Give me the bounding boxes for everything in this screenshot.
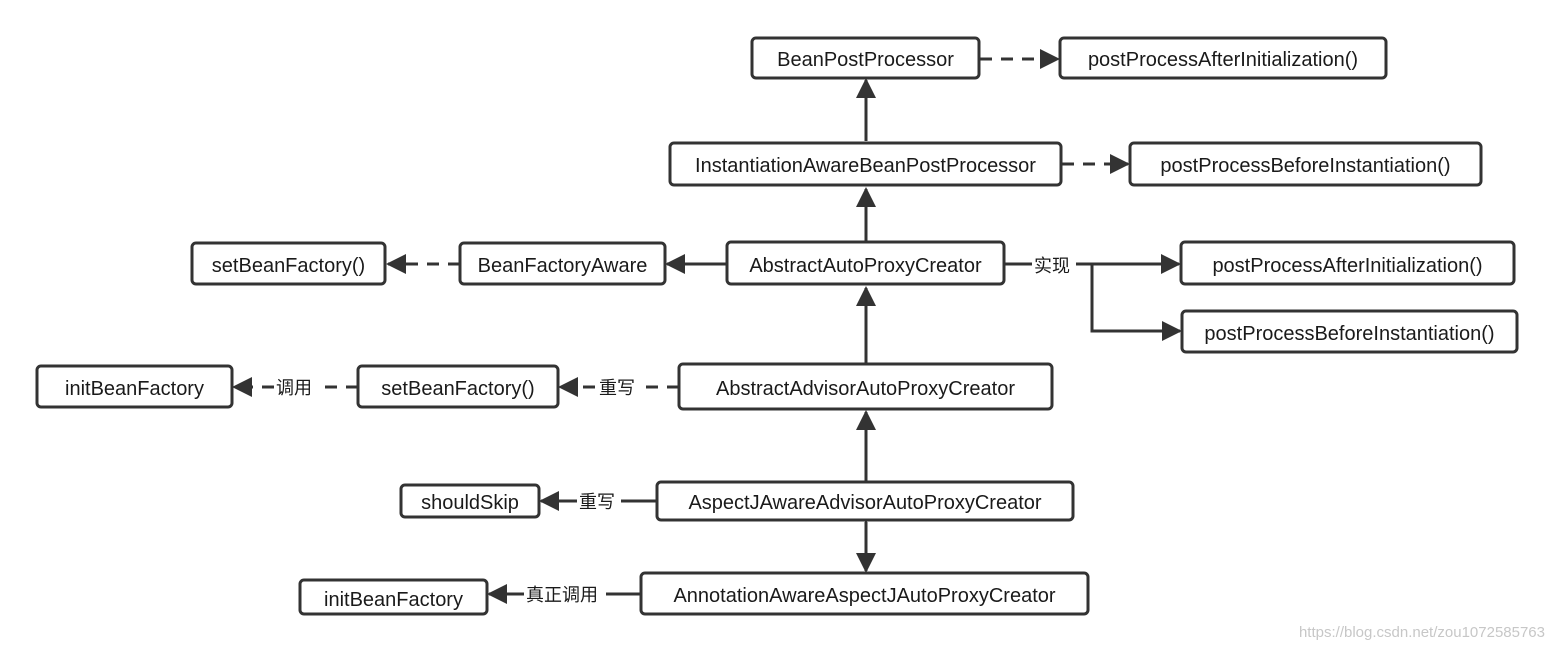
label-override-shouldskip: 重写 (579, 492, 615, 513)
svg-text:initBeanFactory: initBeanFactory (65, 378, 204, 400)
node-bean-factory-aware: BeanFactoryAware (458, 241, 667, 286)
svg-text:BeanFactoryAware: BeanFactoryAware (478, 255, 648, 277)
node-aapc-post-process-after-initialization: postProcessAfterInitialization() (1179, 240, 1516, 286)
node-set-bean-factory-override: setBeanFactory() (356, 364, 560, 409)
node-abstract-auto-proxy-creator: AbstractAutoProxyCreator (725, 240, 1006, 286)
svg-text:InstantiationAwareBeanPostProc: InstantiationAwareBeanPostProcessor (695, 155, 1036, 177)
node-instantiation-aware-bpp: InstantiationAwareBeanPostProcessor (668, 141, 1063, 187)
node-iabpp-post-process-before-instantiation: postProcessBeforeInstantiation() (1128, 141, 1483, 187)
label-implement: 实现 (1034, 256, 1070, 277)
svg-text:BeanPostProcessor: BeanPostProcessor (777, 49, 954, 71)
svg-text:postProcessAfterInitialization: postProcessAfterInitialization() (1212, 255, 1482, 277)
svg-text:AbstractAutoProxyCreator: AbstractAutoProxyCreator (749, 255, 982, 277)
node-should-skip: shouldSkip (399, 483, 541, 519)
svg-text:shouldSkip: shouldSkip (421, 492, 519, 514)
svg-text:setBeanFactory(): setBeanFactory() (381, 378, 534, 400)
svg-text:AbstractAdvisorAutoProxyCreato: AbstractAdvisorAutoProxyCreator (716, 378, 1015, 400)
svg-text:postProcessBeforeInstantiation: postProcessBeforeInstantiation() (1204, 323, 1494, 345)
svg-text:AnnotationAwareAspectJAutoProx: AnnotationAwareAspectJAutoProxyCreator (673, 585, 1055, 607)
label-real-call: 真正调用 (526, 585, 598, 606)
node-init-bean-factory-upper: initBeanFactory (35, 364, 234, 409)
svg-text:postProcessAfterInitialization: postProcessAfterInitialization() (1088, 49, 1358, 71)
node-aspectj-aware-advisor-auto-proxy-creator: AspectJAwareAdvisorAutoProxyCreator (655, 480, 1075, 522)
svg-text:setBeanFactory(): setBeanFactory() (212, 255, 365, 277)
svg-text:postProcessBeforeInstantiation: postProcessBeforeInstantiation() (1160, 155, 1450, 177)
edge-labels: 实现 调用 重写 重写 真正调用 (274, 254, 1076, 606)
node-set-bean-factory-bfa: setBeanFactory() (190, 241, 387, 286)
svg-text:initBeanFactory: initBeanFactory (324, 589, 463, 611)
label-override-setbf: 重写 (599, 378, 635, 399)
node-abstract-advisor-auto-proxy-creator: AbstractAdvisorAutoProxyCreator (677, 362, 1054, 411)
watermark: https://blog.csdn.net/zou1072585763 (1299, 624, 1545, 641)
label-call: 调用 (276, 378, 312, 399)
node-aapc-post-process-before-instantiation: postProcessBeforeInstantiation() (1180, 309, 1519, 354)
node-annotation-aware-aspectj-auto-proxy-creator: AnnotationAwareAspectJAutoProxyCreator (639, 571, 1090, 616)
svg-text:AspectJAwareAdvisorAutoProxyCr: AspectJAwareAdvisorAutoProxyCreator (688, 492, 1041, 514)
node-init-bean-factory-lower: initBeanFactory (298, 578, 489, 616)
node-bean-post-processor: BeanPostProcessor (750, 36, 981, 80)
edge-aapc-to-before-inst (1090, 264, 1182, 341)
node-bpp-post-process-after-initialization: postProcessAfterInitialization() (1058, 36, 1388, 80)
